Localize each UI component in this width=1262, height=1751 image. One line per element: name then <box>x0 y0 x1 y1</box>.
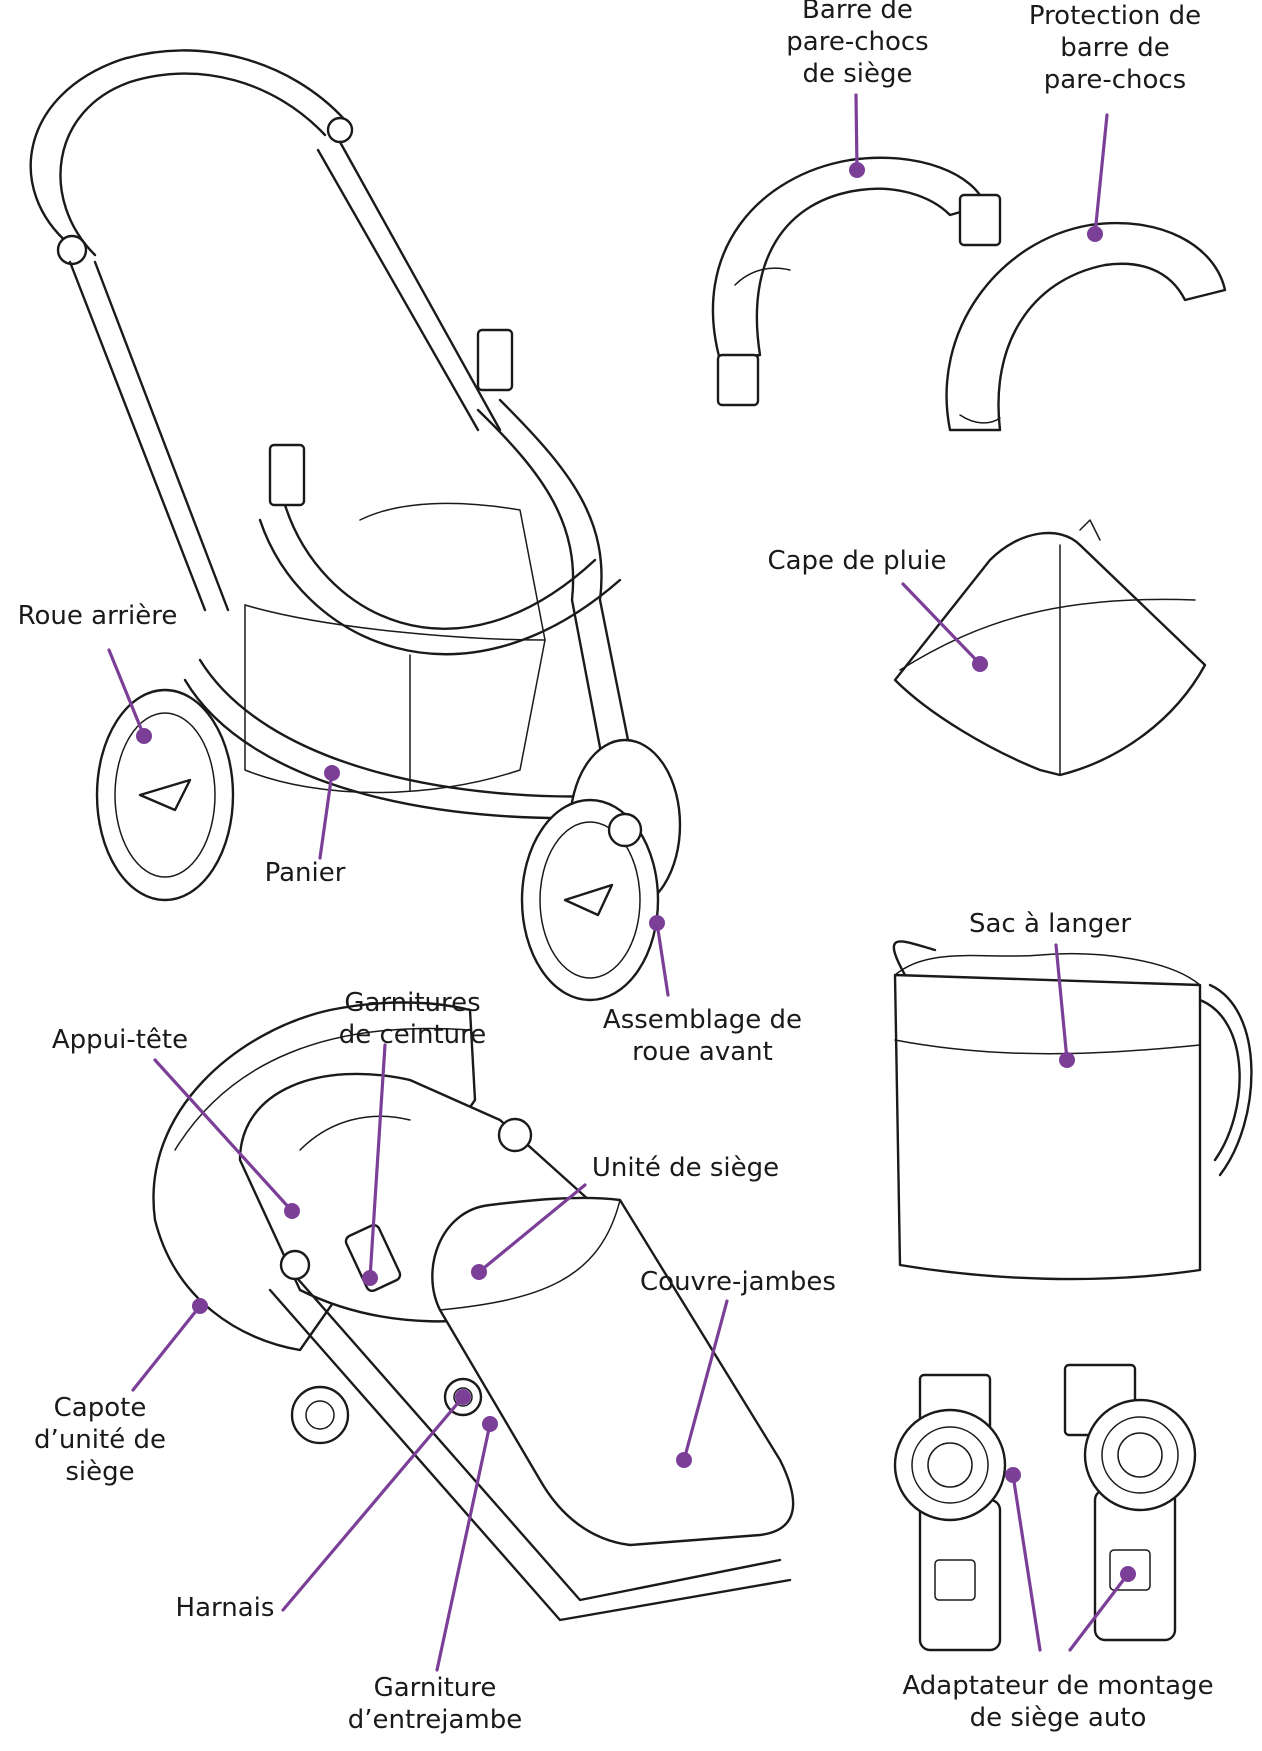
leader-seat-unit <box>477 1183 587 1274</box>
label-crotch-pad: Garniture d’entrejambe <box>347 1673 523 1735</box>
leader-front-wheel <box>655 921 670 997</box>
leader-car-seat-adapter-right <box>1068 1572 1130 1652</box>
changing-bag-drawing <box>892 940 1253 1281</box>
car-seat-adapter-drawing <box>893 1363 1197 1652</box>
leader-crotch-pad <box>435 1422 492 1672</box>
stroller-chassis <box>29 49 682 1002</box>
leader-basket <box>318 771 334 860</box>
label-front-wheel: Assemblage de roue avant <box>602 1005 803 1067</box>
leader-headrest <box>153 1058 294 1213</box>
label-headrest: Appui-tête <box>51 1025 189 1055</box>
bumper-cover-drawing <box>945 221 1227 432</box>
label-harness: Harnais <box>175 1593 275 1623</box>
leader-lines <box>107 93 1136 1672</box>
leader-seat-hood <box>131 1304 202 1392</box>
leader-bumper-cover <box>1093 113 1109 236</box>
bumper-bar-drawing <box>711 156 1002 407</box>
label-bumper-bar: Barre de pare-chocs de siège <box>786 0 929 89</box>
rain-cover-drawing <box>893 519 1207 777</box>
leader-rear-wheel <box>107 648 146 738</box>
label-rain-cover: Cape de pluie <box>767 546 947 576</box>
label-bumper-cover: Protection de barre de pare-chocs <box>1028 1 1202 95</box>
leader-bumper-bar <box>854 93 859 172</box>
label-rear-wheel: Roue arrière <box>17 601 178 631</box>
leader-car-seat-adapter-left <box>1011 1473 1042 1652</box>
leader-footmuff <box>682 1299 729 1462</box>
leader-changing-bag <box>1054 943 1069 1062</box>
leader-harness <box>281 1395 465 1612</box>
label-seat-hood: Capote d’unité de siège <box>34 1393 166 1487</box>
leader-belt-pads <box>368 1043 387 1280</box>
leader-rain-cover <box>901 582 982 666</box>
label-car-seat-adapter: Adaptateur de montage de siège auto <box>902 1671 1214 1733</box>
label-changing-bag: Sac à langer <box>968 909 1132 939</box>
seat-unit-drawing <box>152 1001 795 1622</box>
label-belt-pads: Garnitures de ceinture <box>338 988 487 1050</box>
label-footmuff: Couvre-jambes <box>640 1267 836 1297</box>
label-seat-unit: Unité de siège <box>591 1153 780 1183</box>
label-basket: Panier <box>264 858 346 888</box>
